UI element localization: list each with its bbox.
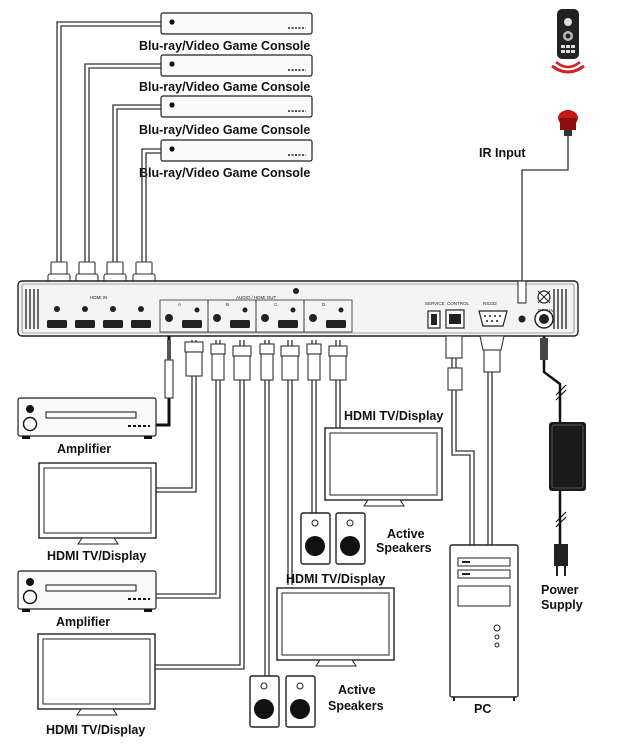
output-cables	[155, 335, 567, 680]
hdmi-display-3	[324, 427, 443, 507]
zone-b-label: B	[226, 302, 229, 307]
active-speakers-1-label-2: Speakers	[376, 541, 432, 555]
console-3	[160, 95, 313, 118]
console-2	[160, 54, 313, 77]
pc-label: PC	[474, 702, 491, 716]
pc-tower	[449, 544, 519, 701]
power-supply-icon	[549, 422, 586, 576]
hdmi-display-4	[276, 587, 395, 667]
active-speakers-2-label-1: Active	[338, 683, 376, 697]
service-label: SERVICE	[425, 301, 445, 306]
hdmi-display-1	[38, 462, 157, 545]
console-3-label: Blu-ray/Video Game Console	[139, 123, 310, 137]
console-4	[160, 139, 313, 162]
hdmi-display-1-label: HDMI TV/Display	[47, 549, 146, 563]
active-speakers-2-label-2: Speakers	[328, 699, 384, 713]
console-2-label: Blu-ray/Video Game Console	[139, 80, 310, 94]
ir-input-label: IR Input	[479, 146, 526, 160]
hdmi-in-label: HDMI IN	[90, 295, 107, 300]
amplifier-1	[17, 397, 157, 439]
hdmi-input-ports	[47, 306, 151, 328]
zone-d-label: D	[322, 302, 326, 307]
active-speakers-1	[300, 512, 366, 565]
audio-hdmi-out-label: AUDIO / HDMI OUT	[236, 295, 277, 300]
hdmi-display-2-label: HDMI TV/Display	[46, 723, 145, 737]
hdmi-display-4-label: HDMI TV/Display	[286, 572, 385, 586]
output-zones	[159, 299, 353, 333]
console-1-label: Blu-ray/Video Game Console	[139, 39, 310, 53]
amplifier-2-label: Amplifier	[56, 615, 110, 629]
active-speakers-1-label-1: Active	[387, 527, 425, 541]
power-supply-label-2: Supply	[541, 598, 583, 612]
remote-control-icon	[551, 9, 585, 74]
zone-c-label: C	[274, 302, 278, 307]
rs232-label: RS232	[483, 301, 497, 306]
power-supply-label-1: Power	[541, 583, 579, 597]
console-4-label: Blu-ray/Video Game Console	[139, 166, 310, 180]
hdmi-display-2	[37, 633, 156, 716]
amplifier-2	[17, 570, 157, 612]
amplifier-1-label: Amplifier	[57, 442, 111, 456]
control-ports	[427, 290, 554, 329]
console-1	[160, 12, 313, 35]
zone-a-label: A	[178, 302, 181, 307]
hdmi-input-cables	[47, 21, 161, 301]
hdmi-output-ports	[165, 288, 346, 328]
control-label: CONTROL	[447, 301, 469, 306]
active-speakers-2	[249, 675, 316, 728]
ir-receiver-icon	[558, 110, 578, 136]
hdmi-display-3-label: HDMI TV/Display	[344, 409, 443, 423]
